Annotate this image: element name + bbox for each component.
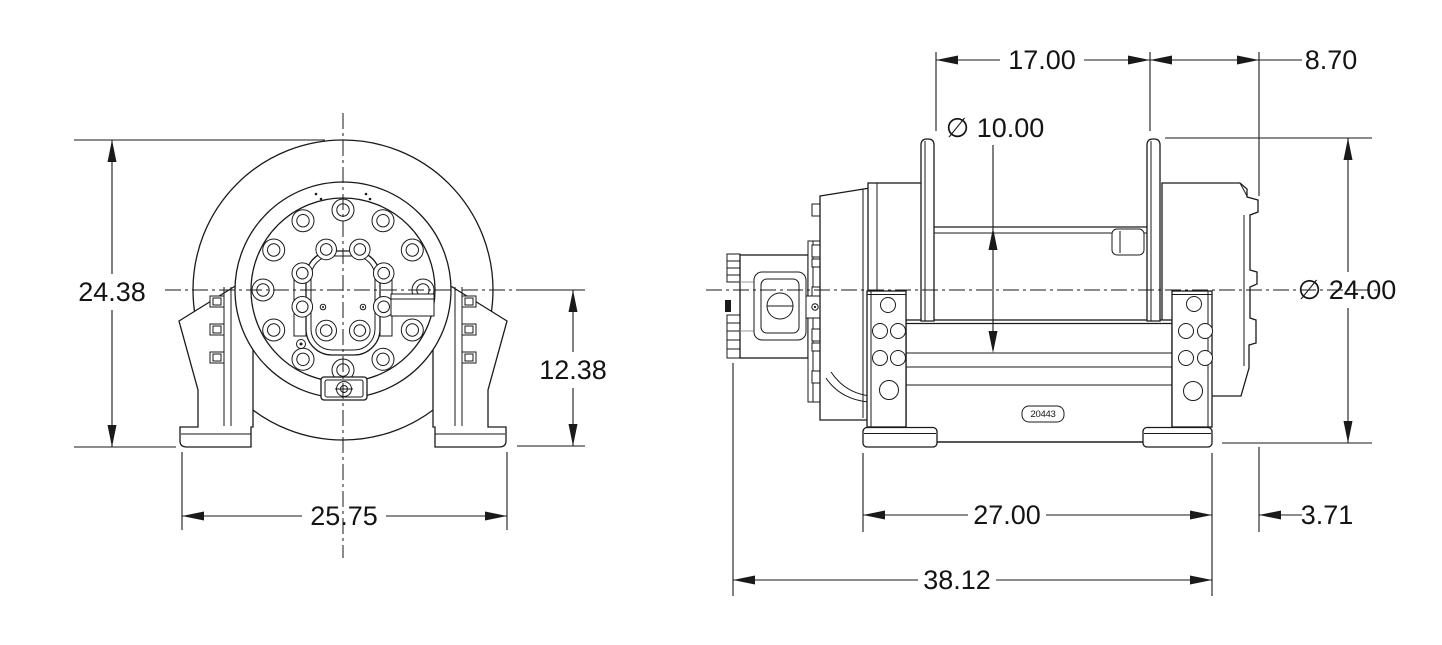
frame-panel — [905, 319, 1173, 443]
gear-housing — [819, 187, 871, 421]
dim-label-mounting-width: 25.75 — [310, 501, 378, 531]
punch-marks — [314, 192, 372, 201]
mounting-feet — [862, 426, 1213, 448]
hub-bolt-pattern — [291, 238, 395, 342]
anchor-bar — [390, 293, 435, 317]
serial-plate-label: 20443 — [1031, 409, 1056, 420]
bottom-clamp-block — [320, 376, 368, 401]
dim-label-drum-length: 17.00 — [1008, 45, 1076, 75]
dim-label-overall-length: 38.12 — [923, 565, 991, 595]
dim-label-centerline-to-base: 12.38 — [539, 355, 607, 385]
dim-drum-length: 17.00 — [935, 45, 1151, 131]
front-right-bracket — [432, 273, 508, 448]
flange-bolt-pattern — [251, 198, 435, 382]
motor-adapter-plates — [805, 203, 825, 403]
front-view: 24.38 12.38 25.75 — [74, 113, 607, 558]
dim-label-frame-length: 27.00 — [973, 500, 1041, 530]
drum — [920, 138, 1161, 322]
hydraulic-motor — [725, 253, 809, 359]
dim-frame-length: 27.00 — [862, 453, 1213, 596]
dim-label-flange-diameter: ∅ 24.00 — [1298, 275, 1397, 305]
drum-flange-left — [920, 138, 935, 322]
front-left-bracket — [178, 273, 254, 448]
dim-overall-length: 38.12 — [732, 363, 1212, 596]
side-view: 20443 17.00 8.70 ∅ 10.00 — [706, 45, 1396, 596]
dim-barrel-diameter: ∅ 10.00 — [946, 113, 1045, 353]
drum-flange-right — [1146, 138, 1161, 322]
cable-anchor-pocket — [1111, 228, 1145, 256]
dim-flange-diameter: ∅ 24.00 — [1165, 137, 1397, 444]
dim-overall-height: 24.38 — [74, 139, 325, 448]
dim-label-flange-overhang: 3.71 — [1301, 500, 1354, 530]
dim-label-barrel-diameter: ∅ 10.00 — [946, 113, 1045, 143]
motor-port-icon — [725, 300, 731, 312]
dim-motor-end-length: 8.70 — [1150, 45, 1357, 196]
dim-label-motor-end-length: 8.70 — [1305, 45, 1358, 75]
frame-bracket-right — [1171, 290, 1213, 428]
hub-screw-icon — [296, 339, 306, 349]
frame-bracket-left — [866, 290, 907, 428]
dim-label-overall-height: 24.38 — [78, 277, 146, 307]
serial-plate: 20443 — [1021, 405, 1065, 423]
dim-flange-overhang: 3.71 — [1258, 447, 1354, 532]
dim-centerline-to-base: 12.38 — [517, 289, 607, 447]
dim-mounting-width: 25.75 — [181, 452, 508, 531]
gusset-line — [825, 377, 869, 403]
